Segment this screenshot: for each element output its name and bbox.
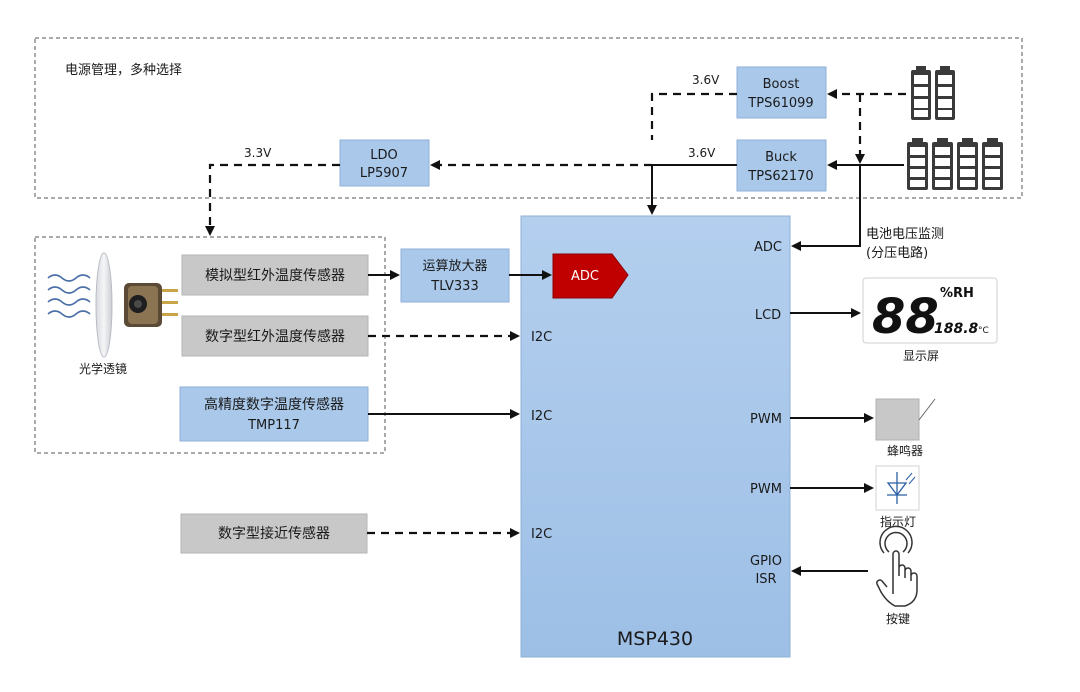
boost-voltage-label: 3.6V xyxy=(692,73,720,87)
buck-block xyxy=(736,139,827,192)
lcd-small-digits: 188.8 xyxy=(934,321,979,337)
pin-i2c-proximity: I2C xyxy=(531,527,552,542)
ldo-part: LP5907 xyxy=(360,166,408,181)
proximity-sensor-label: 数字型接近传感器 xyxy=(218,525,330,542)
button-label: 按键 xyxy=(886,612,910,626)
boost-label: Boost xyxy=(763,77,800,92)
ldo-label: LDO xyxy=(370,148,398,163)
display-label: 显示屏 xyxy=(903,349,939,363)
analog-ir-sensor-label: 模拟型红外温度传感器 xyxy=(205,267,345,284)
buck-label: Buck xyxy=(765,150,797,165)
sensor-region xyxy=(34,236,386,454)
boost-part: TPS61099 xyxy=(747,96,813,111)
boost-block xyxy=(736,66,827,119)
buzzer-icon xyxy=(875,398,936,441)
opamp-block xyxy=(400,248,510,303)
battery-monitor-to-adc-arrow xyxy=(791,165,861,251)
pin-adc: ADC xyxy=(754,240,782,255)
touch-button-icon xyxy=(876,525,918,607)
precision-temp-sensor-part: TMP117 xyxy=(247,418,300,433)
boost-output-line xyxy=(650,92,737,140)
opamp-label: 运算放大器 xyxy=(422,259,487,274)
buck-to-mcu-arrow xyxy=(647,164,737,215)
led-indicator-icon xyxy=(875,465,920,511)
analog-ir-sensor-block xyxy=(181,254,369,296)
led-label: 指示灯 xyxy=(880,514,916,529)
ir-sensor-can-icon xyxy=(124,283,178,327)
ldo-block xyxy=(339,139,430,187)
pin-lcd: LCD xyxy=(755,308,781,323)
buck-voltage-label: 3.6V xyxy=(688,146,716,160)
lens-label: 光学透镜 xyxy=(79,361,127,376)
digital-ir-sensor-block xyxy=(181,315,369,357)
power-region-title: 电源管理，多种选择 xyxy=(65,62,182,78)
pin-i2c-ir: I2C xyxy=(531,330,552,345)
lcd-unit: %RH xyxy=(940,286,974,301)
battery-two-cell-icon xyxy=(911,66,955,120)
opamp-part: TLV333 xyxy=(430,279,478,294)
precision-temp-sensor-block xyxy=(179,386,369,442)
lcd-small-unit: °C xyxy=(978,326,989,336)
pin-pwm-buzzer: PWM xyxy=(750,412,782,427)
pin-gpio: GPIO xyxy=(750,554,782,569)
pin-pwm-led: PWM xyxy=(750,482,782,497)
lcd-main-digits: 88 xyxy=(872,289,939,345)
adc-block xyxy=(552,253,629,299)
mcu-name: MSP430 xyxy=(617,628,693,650)
power-management-region xyxy=(34,37,1023,199)
pin-isr: ISR xyxy=(755,572,776,587)
battery-monitor-sublabel: (分压电路) xyxy=(866,245,928,261)
infrared-waves-icon xyxy=(47,274,91,318)
battery-monitor-label: 电池电压监测 xyxy=(866,227,944,242)
precision-temp-sensor-label: 高精度数字温度传感器 xyxy=(204,396,344,413)
battery-four-cell-icon xyxy=(907,138,1003,190)
buzzer-label: 蜂鸣器 xyxy=(887,443,923,458)
adc-block-label: ADC xyxy=(571,269,599,284)
lcd-display-icon: 88 %RH 188.8 °C xyxy=(862,277,998,345)
ldo-to-sensors-arrow xyxy=(205,163,340,236)
optical-lens-icon xyxy=(95,252,113,358)
buck-part: TPS62170 xyxy=(747,169,813,184)
digital-ir-sensor-label: 数字型红外温度传感器 xyxy=(205,328,345,345)
ldo-voltage-label: 3.3V xyxy=(244,146,272,160)
pin-i2c-tmp117: I2C xyxy=(531,409,552,424)
